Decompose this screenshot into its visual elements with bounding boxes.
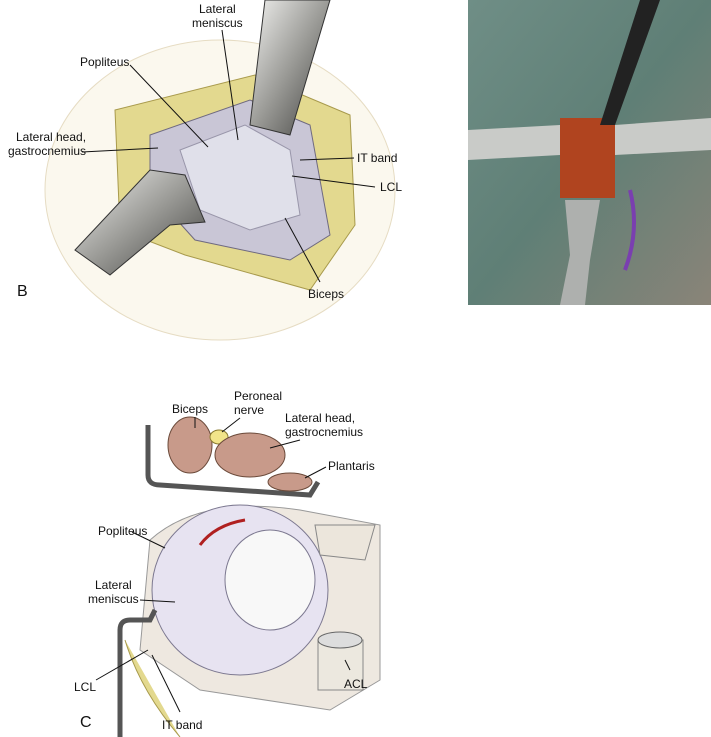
label-line: gastrocnemius xyxy=(285,425,364,439)
label-popliteus-b: Popliteus xyxy=(80,55,130,69)
label-line: Lateral head, xyxy=(285,411,356,425)
label-lcl-b: LCL xyxy=(380,180,403,194)
panel-c-illustration xyxy=(117,416,381,737)
panel-letter-b: B xyxy=(17,283,28,300)
label-it-band-b: IT band xyxy=(357,151,398,165)
surgical-photo xyxy=(468,0,711,305)
label-line: meniscus xyxy=(88,592,139,606)
label-lateral-head-b: Lateral head, gastrocnemius xyxy=(8,130,86,158)
label-line: Peroneal xyxy=(234,389,283,403)
label-biceps-c: Biceps xyxy=(172,402,209,416)
label-line: Lateral xyxy=(94,578,132,592)
label-peroneal-nerve: Peroneal nerve xyxy=(234,389,282,417)
label-line: gastrocnemius xyxy=(8,144,87,158)
panel-letter-c: C xyxy=(80,714,92,731)
label-biceps-b: Biceps xyxy=(308,287,345,301)
label-line: Lateral xyxy=(198,2,236,16)
label-lateral-meniscus-b: Lateral meniscus xyxy=(192,2,243,30)
label-popliteus-c: Popliteus xyxy=(98,524,148,538)
label-lateral-head-c: Lateral head, gastrocnemius xyxy=(285,411,363,439)
label-acl: ACL xyxy=(344,677,368,691)
label-lcl-c: LCL xyxy=(74,680,97,694)
label-plantaris: Plantaris xyxy=(328,459,375,473)
label-it-band-c: IT band xyxy=(162,718,203,732)
label-line: Lateral head, xyxy=(15,130,87,144)
label-line: meniscus xyxy=(192,16,243,30)
leader-lines xyxy=(81,29,376,713)
label-line: nerve xyxy=(234,403,265,417)
label-lateral-meniscus-c: Lateral meniscus xyxy=(88,578,139,606)
